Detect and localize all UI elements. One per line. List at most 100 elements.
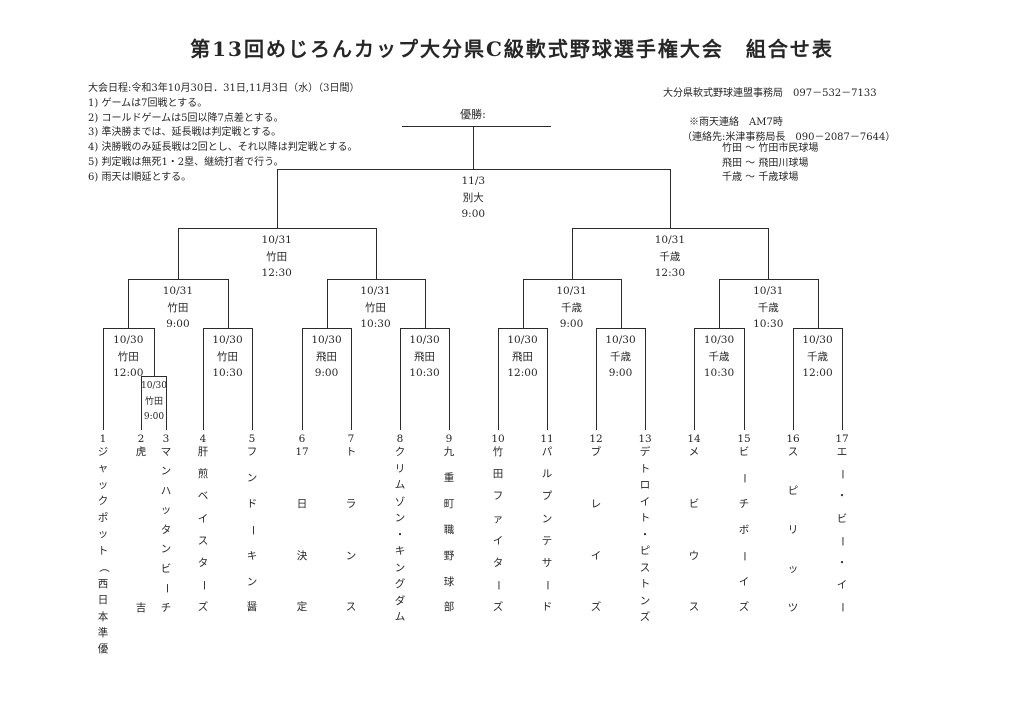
match-r1-1-label-date: 10/30 — [113, 334, 144, 346]
match-r1-4-label-date: 10/30 — [409, 334, 440, 346]
r1-match-6-winner-line — [620, 279, 622, 328]
team-9-number: 9 — [445, 433, 453, 445]
team-15-number: 15 — [737, 433, 751, 445]
qf-match-4-connector — [719, 279, 819, 280]
match-r1-1-label-time: 12:00 — [113, 367, 144, 379]
team-6-line — [302, 328, 303, 430]
schedule-and-rules: 大会日程:令和3年10月30日．31日,11月3日（水）（3日間）1) ゲームは… — [88, 82, 360, 186]
team-7-name: トランス — [345, 446, 357, 614]
match-final-label-time: 9:00 — [461, 208, 486, 220]
team-1-number: 1 — [99, 433, 107, 445]
match-r1-6-label-time: 9:00 — [608, 367, 633, 379]
match-sf-2-label-time: 12:30 — [654, 267, 686, 279]
match-r1-6-label-date: 10/30 — [605, 334, 636, 346]
r1-match-6-connector — [596, 328, 646, 329]
match-r1-6-label: 10/30 千歳 9:00 — [605, 332, 635, 382]
rule-line-3: 2) コールドゲームは5回以降7点差とする。 — [88, 112, 284, 124]
team-16-line — [793, 328, 794, 430]
team-11-line — [547, 328, 548, 430]
match-qf-4-label-venue: 千歳 — [757, 301, 779, 314]
team-3-number: 3 — [162, 433, 170, 445]
match-sf-2-label-venue: 千歳 — [659, 250, 681, 263]
match-qf-4-label: 10/31 千歳 10:30 — [753, 283, 783, 333]
r1-match-3-winner-line — [326, 279, 328, 328]
final-connector — [276, 169, 671, 170]
r1-match-2-connector — [203, 328, 253, 329]
match-r1-7-label-venue: 千歳 — [708, 350, 730, 363]
match-r1-5-label-venue: 飛田 — [511, 350, 533, 363]
r1-match-3-connector — [302, 328, 352, 329]
r1-match-2-winner-line — [227, 279, 229, 328]
team-14-number: 14 — [687, 433, 701, 445]
match-qf-2-label-date: 10/31 — [360, 285, 391, 297]
team-12-line — [596, 328, 597, 430]
match-r1-3-label-time: 9:00 — [314, 367, 339, 379]
match-qf-1-label-time: 9:00 — [166, 318, 190, 330]
rain-contact-notice: ※雨天連絡 AM7時 — [689, 117, 783, 128]
champion-label: 優勝: — [460, 108, 486, 121]
match-qf-3-label-time: 9:00 — [559, 318, 584, 330]
venue-line-1: 竹田 ～ 竹田市民球場 — [722, 143, 819, 154]
match-qf-4-label-date: 10/31 — [753, 285, 784, 297]
team-8-number: 8 — [396, 433, 404, 445]
team-5-number: 5 — [248, 433, 256, 445]
r1-match-4-connector — [400, 328, 450, 329]
team-4-name: 肝煎ベイスターズ — [197, 446, 210, 614]
team-6-number: 6 — [298, 433, 306, 445]
office-contact: 大分県軟式野球連盟事務局 097－532－7133 — [663, 88, 877, 99]
team-14-name: メビウス — [688, 446, 700, 614]
team-13-line — [645, 328, 646, 430]
match-qf-3-label-date: 10/31 — [556, 285, 587, 297]
team-1-line — [103, 328, 104, 430]
qf-match-1-connector — [128, 279, 229, 280]
match-qf-1-label-venue: 竹田 — [167, 301, 189, 314]
match-r1-4-label-venue: 飛田 — [413, 350, 435, 363]
team-4-number: 4 — [199, 433, 207, 445]
team-9-line — [449, 328, 450, 430]
team-1-name: ジャックポット（西日本準優 — [97, 446, 110, 656]
match-qf-2-label: 10/31 竹田 10:30 — [360, 283, 390, 333]
qf-match-4-winner-line — [768, 228, 770, 279]
match-qf-2-label-time: 10:30 — [360, 318, 391, 330]
match-qf-1-label-date: 10/31 — [162, 285, 194, 297]
team-16-number: 16 — [786, 433, 800, 445]
rule-line-6: 5) 判定戦は無死1・2塁、継続打者で行う。 — [88, 156, 284, 168]
r1-match-8-connector — [793, 328, 843, 329]
r1-match-4-winner-line — [424, 279, 426, 328]
team-4-line — [203, 328, 204, 430]
rain-contact-phone: （連絡先:米津事務局長 090－2087－7644） — [682, 132, 896, 143]
venue-line-3: 千歳 ～ 千歳球場 — [722, 172, 799, 184]
sf-match-2-connector — [571, 228, 770, 229]
team-11-number: 11 — [540, 433, 554, 445]
match-qf-4-label-time: 10:30 — [753, 318, 784, 330]
sf-match-1-winner-line — [276, 169, 278, 228]
r1-match-7-winner-line — [719, 279, 720, 328]
match-r1-6-label-venue: 千歳 — [609, 350, 631, 363]
rule-line-1: 大会日程:令和3年10月30日．31日,11月3日（水）（3日間） — [88, 83, 360, 94]
match-playin-label-venue: 竹田 — [144, 396, 163, 407]
match-qf-2-label-venue: 竹田 — [364, 301, 386, 314]
match-playin-label-date: 10/30 — [141, 381, 167, 391]
team-15-line — [744, 328, 745, 430]
qf-match-2-winner-line — [375, 228, 377, 279]
